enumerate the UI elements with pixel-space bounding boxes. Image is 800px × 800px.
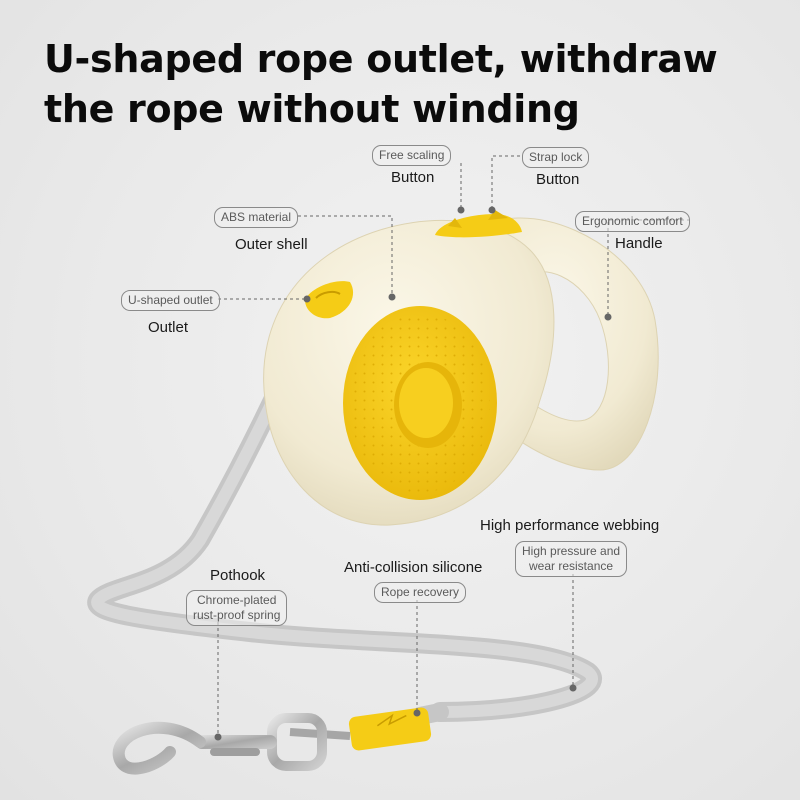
strap-lock-label: Button: [536, 171, 580, 188]
pothook-tag-line-2: rust-proof spring: [193, 608, 281, 622]
u-outlet-label: Outlet: [148, 319, 189, 336]
abs-material-label: Outer shell: [235, 236, 308, 253]
abs-material-tag: ABS material: [214, 207, 299, 228]
page-headline: U-shaped rope outlet, withdraw the rope …: [44, 34, 774, 134]
silicone-stopper: [348, 707, 432, 751]
webbing-label: High performance webbing: [480, 517, 660, 534]
pothook-tag: Chrome-plated rust-proof spring: [186, 590, 288, 626]
u-outlet-tag: U-shaped outlet: [121, 290, 220, 311]
leader-lines: [217, 155, 690, 736]
webbing-tag-line-2: wear resistance: [529, 559, 614, 573]
webbing-tag: High pressure and wear resistance: [515, 541, 628, 577]
free-scaling-button: [435, 214, 522, 238]
free-scaling-tag: Free scaling: [372, 145, 452, 166]
leader-endpoints: [214, 206, 612, 741]
lightning-logo-icon: [376, 713, 407, 727]
u-outlet: [305, 281, 354, 319]
pothook-tag-line-1: Chrome-plated: [197, 593, 277, 607]
free-scaling-label: Button: [391, 169, 435, 186]
webbing-tag-line-1: High pressure and: [522, 544, 621, 558]
strap-lock-tag: Strap lock: [522, 147, 590, 168]
hook-icon: [112, 713, 351, 775]
headline-line-2: the rope without winding: [44, 87, 580, 131]
ergonomic-label: Handle: [615, 235, 663, 252]
strap-lock-button: [488, 210, 508, 220]
silicone-tag: Rope recovery: [374, 582, 467, 603]
silicone-label: Anti-collision silicone: [344, 559, 483, 576]
ergonomic-tag: Ergonomic comfort: [575, 211, 690, 232]
headline-line-1: U-shaped rope outlet, withdraw: [44, 37, 718, 81]
pothook-label: Pothook: [210, 567, 266, 584]
